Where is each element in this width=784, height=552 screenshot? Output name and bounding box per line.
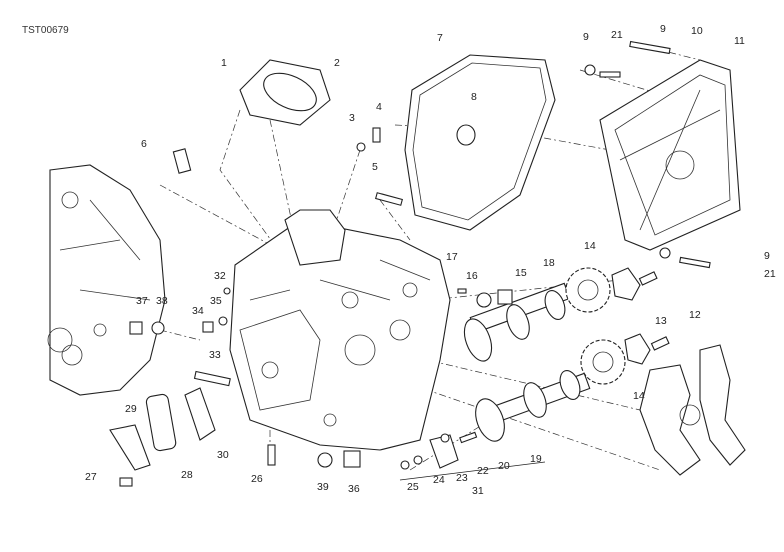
small-parts: [109, 40, 711, 487]
callout-15: 15: [515, 267, 527, 279]
callout-39: 39: [317, 481, 329, 493]
callouts: 1 2 3 4 5 6 7 8 9 9 10 11 21 9 21 12 13 …: [85, 23, 776, 497]
callout-9: 9: [764, 250, 770, 262]
callout-33: 33: [209, 349, 221, 361]
callout-37: 37: [136, 295, 148, 307]
callout-23: 23: [456, 472, 468, 484]
callout-28: 28: [181, 469, 193, 481]
callout-16: 16: [466, 270, 478, 282]
callout-11: 11: [734, 35, 745, 47]
callout-4: 4: [376, 101, 382, 113]
diagram-code: TST00679: [22, 25, 69, 36]
callout-34: 34: [192, 305, 204, 317]
callout-36: 36: [348, 483, 360, 495]
callout-6: 6: [141, 138, 147, 150]
callout-8: 8: [471, 91, 477, 103]
callout-19: 19: [530, 453, 542, 465]
callout-17: 17: [446, 251, 458, 263]
camshaft-sprockets: [565, 267, 651, 385]
callout-3: 3: [349, 112, 355, 124]
callout-26: 26: [251, 473, 263, 485]
callout-20: 20: [498, 460, 510, 472]
cylinder-head: [229, 209, 451, 451]
callout-10: 10: [691, 25, 703, 37]
callout-9: 9: [660, 23, 666, 35]
callout-14: 14: [633, 390, 645, 402]
assembly-bracket-31: [399, 461, 546, 481]
throttle-body-flange: [239, 59, 331, 126]
callout-13: 13: [655, 315, 667, 327]
callout-14: 14: [584, 240, 596, 252]
valve-cover: [599, 59, 741, 251]
callout-21: 21: [764, 268, 776, 280]
callout-29: 29: [125, 403, 137, 415]
callout-22: 22: [477, 465, 489, 477]
callout-38: 38: [156, 295, 168, 307]
callout-27: 27: [85, 471, 97, 483]
camshaft-upper: [463, 282, 571, 362]
callout-31: 31: [472, 485, 484, 497]
callout-12: 12: [689, 309, 701, 321]
callout-35: 35: [210, 295, 222, 307]
callout-32: 32: [214, 270, 226, 282]
callout-25: 25: [407, 481, 419, 493]
callout-2: 2: [334, 57, 340, 69]
cam-caps: [639, 344, 746, 476]
callout-5: 5: [372, 161, 378, 173]
callout-9: 9: [583, 31, 589, 43]
camshaft-lower: [475, 370, 591, 442]
callout-30: 30: [217, 449, 229, 461]
crankcase-fragment: [47, 164, 166, 396]
callout-18: 18: [543, 257, 555, 269]
callout-7: 7: [437, 32, 443, 44]
callout-24: 24: [433, 474, 445, 486]
callout-1: 1: [221, 57, 227, 69]
valve-cover-gasket: [404, 54, 556, 231]
callout-21: 21: [611, 29, 623, 41]
